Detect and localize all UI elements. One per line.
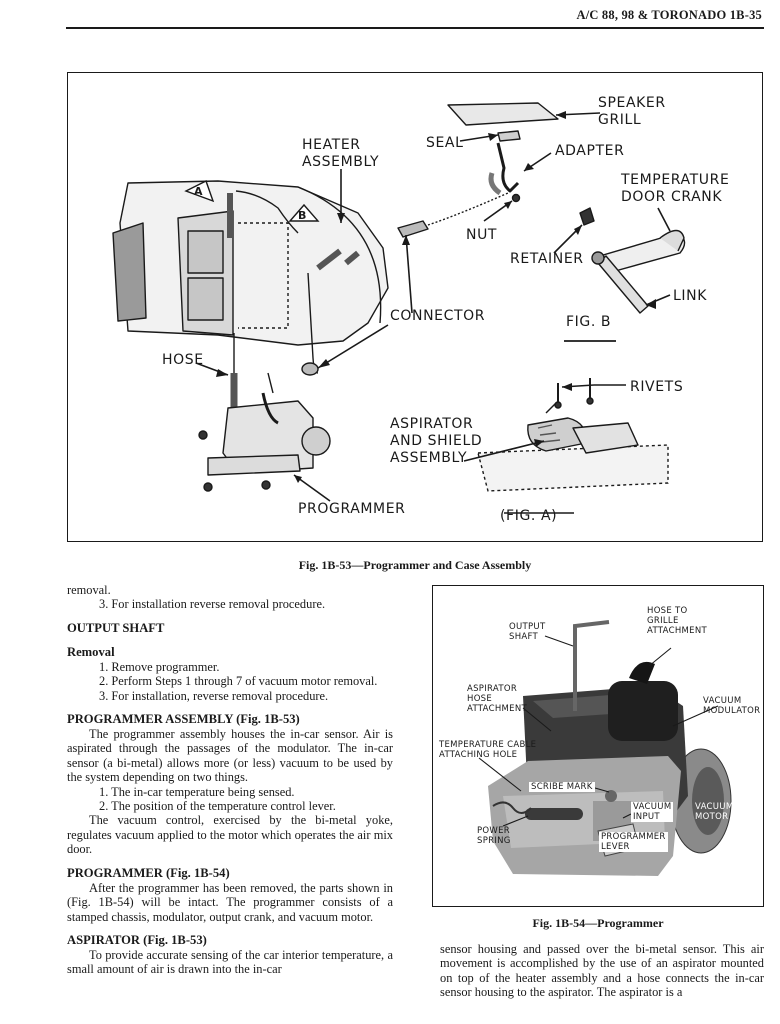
heading-programmer-assembly: PROGRAMMER ASSEMBLY (Fig. 1B-53) (67, 712, 300, 727)
label-connector: CONNECTOR (390, 308, 486, 324)
label-speaker-grill: SPEAKER GRILL (598, 95, 666, 128)
label-vacuum-modulator: VACUUM MODULATOR (703, 696, 761, 716)
adapter-tube (496, 142, 520, 193)
leader-connector-low (317, 324, 389, 369)
temperature-door-crank (659, 229, 685, 252)
left-text-column: removal. 3. For installation reverse rem… (67, 583, 393, 977)
output-shaft-rod (573, 620, 610, 711)
heading-aspirator: ASPIRATOR (Fig. 1B-53) (67, 932, 207, 947)
leader-crank (657, 207, 671, 232)
hose-coil-mid (316, 248, 342, 271)
label-fig-b: FIG. B (566, 314, 612, 330)
text-intro-removal: removal. (67, 583, 111, 597)
label-hose: HOSE (162, 352, 204, 368)
text-vacuum-control: The vacuum control, exercised by the bi-… (67, 813, 393, 857)
removal-step-3: 3. For installation, reverse removal pro… (99, 688, 329, 703)
text-aspirator: To provide accurate sensing of the car i… (67, 947, 393, 977)
case-window-lower (187, 277, 224, 321)
heading-output-shaft: OUTPUT SHAFT (67, 620, 165, 635)
label-link: LINK (673, 288, 707, 304)
adapter-elbow (488, 172, 502, 196)
heading-programmer: PROGRAMMER (Fig. 1B-54) (67, 865, 230, 880)
retainer (579, 207, 595, 226)
programmer-case-illustration (112, 102, 686, 514)
right-text-column: sensor housing and passed over the bi-me… (440, 942, 764, 1000)
callout-b: B (298, 209, 307, 222)
label-fig-a: (FIG. A) (500, 508, 558, 524)
figure-1b-54-caption: Fig. 1B-54—Programmer (532, 916, 664, 930)
heading-removal: Removal (67, 644, 115, 659)
text-thing-2: 2. The position of the temperature contr… (99, 799, 336, 814)
label-seal: SEAL (426, 135, 464, 151)
label-programmer-lever: PROGRAMMER LEVER (599, 832, 668, 852)
case-window-upper (187, 230, 224, 274)
hose-line-top (235, 190, 299, 234)
removal-step-2: 2. Perform Steps 1 through 7 of vacuum m… (99, 674, 378, 689)
hose-coil-right (344, 250, 360, 266)
programmer-motor (301, 426, 331, 456)
text-programmer-assembly: The programmer assembly houses the in-ca… (67, 727, 393, 785)
label-rivets: RIVETS (630, 379, 684, 395)
callout-b-arrow (288, 203, 320, 222)
label-hose-to-grille: HOSE TO GRILLE ATTACHMENT (647, 606, 707, 636)
text-intro-step-3: 3. For installation reverse removal proc… (99, 597, 326, 612)
seal (497, 130, 521, 142)
connector-fitting (301, 362, 319, 376)
label-programmer: PROGRAMMER (298, 501, 406, 517)
label-adapter: ADAPTER (555, 143, 625, 159)
callout-a-arrow (184, 180, 215, 203)
programmer-tube (261, 392, 279, 425)
figure-1b-53: SPEAKER GRILL HEATER ASSEMBLY SEAL ADAPT… (67, 72, 763, 542)
leader-aspirator (463, 440, 545, 462)
label-vacuum-motor: VACUUM MOTOR (695, 802, 734, 822)
case-rim (297, 186, 382, 324)
figure-1b-54: OUTPUT SHAFT HOSE TO GRILLE ATTACHMENT A… (432, 585, 764, 907)
label-vacuum-input: VACUUM INPUT (631, 802, 674, 822)
header-rule (66, 27, 764, 29)
figure-1b-53-caption: Fig. 1B-53—Programmer and Case Assembly (298, 558, 532, 572)
text-programmer: After the programmer has been removed, t… (67, 880, 393, 924)
label-retainer: RETAINER (510, 251, 584, 267)
chassis-slot (525, 808, 583, 820)
removal-step-1: 1. Remove programmer. (99, 659, 220, 674)
label-output-shaft: OUTPUT SHAFT (509, 622, 546, 642)
connector-piece (397, 220, 429, 238)
text-thing-1: 1. The in-car temperature being sensed. (99, 784, 295, 799)
vacuum-modulator (608, 681, 678, 741)
aspirator-floor (477, 444, 669, 492)
leader-connector-top (405, 234, 413, 314)
speaker-grill (447, 102, 559, 126)
text-sensor-housing: sensor housing and passed over the bi-me… (440, 942, 764, 1000)
label-aspirator-hose: ASPIRATOR HOSE ATTACHMENT (467, 684, 527, 714)
left-flange (112, 222, 147, 322)
label-scribe-mark: SCRIBE MARK (529, 782, 595, 792)
label-temperature-door-crank: TEMPERATURE DOOR CRANK (621, 172, 730, 205)
label-nut: NUT (466, 227, 498, 243)
label-aspirator: ASPIRATOR AND SHIELD ASSEMBLY (390, 416, 483, 466)
callout-a: A (194, 185, 204, 198)
aspirator-shield (572, 422, 639, 454)
aspirator-hose-nipple (629, 661, 655, 684)
programmer-bracket (207, 454, 301, 476)
label-heater-assembly: HEATER ASSEMBLY (302, 137, 380, 170)
nut (511, 193, 521, 203)
label-power-spring: POWER SPRING (477, 826, 511, 846)
label-temp-cable: TEMPERATURE CABLE ATTACHING HOLE (439, 740, 537, 760)
page-header: A/C 88, 98 & TORONADO 1B-35 (576, 8, 762, 22)
power-spring (492, 801, 532, 814)
